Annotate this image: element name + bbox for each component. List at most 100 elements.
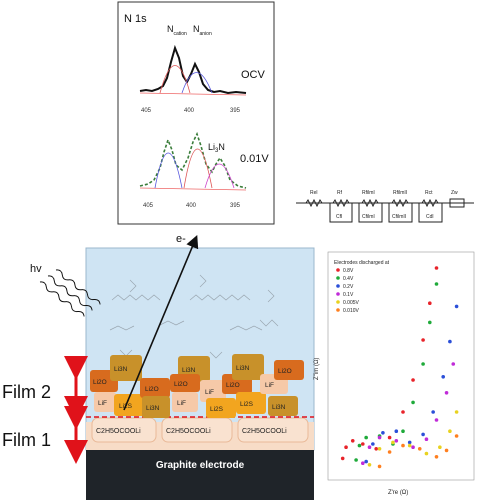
inorganic-particles xyxy=(90,354,304,418)
label-li3n-1: Li3N xyxy=(114,366,128,373)
particle-li2o-2 xyxy=(140,378,170,398)
sei-schematic: Graphite electrode C2H5OCOOLi C2H5OCOOLi… xyxy=(2,233,315,500)
electron-label: e- xyxy=(176,233,186,245)
circuit-label-rf: Rf xyxy=(337,190,343,196)
particle-li2o-3 xyxy=(170,374,200,392)
eis-point xyxy=(434,418,439,422)
legend-label: 0.005V xyxy=(343,300,360,306)
film1-label: Film 1 xyxy=(2,430,51,450)
xps-panel: N 1s Ncation Nanion OCV 405 400 395 Li3N… xyxy=(117,1,275,225)
eis-point xyxy=(377,447,382,451)
ocv-baseline xyxy=(139,92,247,96)
hv-label: hv xyxy=(30,263,42,275)
label-li3n-4: Li3N xyxy=(236,365,250,372)
organic-label-3: C2H5OCOOLi xyxy=(242,428,287,435)
electron-arrow xyxy=(123,235,199,411)
resistor-rfilm2 xyxy=(391,198,409,208)
film2-label: Film 2 xyxy=(2,382,51,402)
label-lif-3: LiF xyxy=(205,389,214,396)
particle-li2s-1 xyxy=(114,394,148,416)
low-voltage-baseline xyxy=(139,187,247,191)
li3n-peak-label: Li3N xyxy=(208,142,225,154)
organic-block-3 xyxy=(237,417,309,443)
particle-lif-3 xyxy=(200,380,226,402)
label-lif-1: LiF xyxy=(98,400,107,407)
legend-marker xyxy=(336,276,340,280)
legend-label: 0.2V xyxy=(343,284,354,290)
legend-marker xyxy=(336,284,340,288)
eis-point xyxy=(411,445,415,450)
circuit-label-cfilm2: CfilmII xyxy=(392,214,406,220)
eis-point xyxy=(438,445,442,450)
eis-point xyxy=(354,458,358,462)
eis-point xyxy=(377,435,382,440)
cap-branch-2 xyxy=(358,203,383,223)
circuit-label-zw: Zw xyxy=(451,190,458,196)
eis-point xyxy=(350,439,355,443)
ocv-fit-anion xyxy=(181,72,213,94)
particle-li3n-1 xyxy=(110,355,142,381)
legend-label: 0.010V xyxy=(343,308,360,314)
eis-point xyxy=(374,447,379,451)
eis-point xyxy=(407,440,412,445)
eis-point xyxy=(364,435,368,440)
eis-point xyxy=(444,448,449,453)
eis-point xyxy=(421,432,425,437)
particle-lif-2 xyxy=(172,392,198,412)
particle-lif-1 xyxy=(94,392,116,412)
resistor-rf xyxy=(332,198,350,208)
ocv-label: OCV xyxy=(241,69,266,81)
eis-point xyxy=(444,391,449,395)
electrode-label: Graphite electrode xyxy=(156,460,245,471)
eis-panel: Electrodes discharged at Z''im (Ω) Z're … xyxy=(314,251,475,496)
eis-point xyxy=(407,443,412,448)
eis-point xyxy=(421,338,425,342)
eis-point xyxy=(434,282,439,286)
eis-point xyxy=(364,459,368,464)
eis-point xyxy=(340,456,345,461)
cap-branch-1 xyxy=(329,203,353,223)
eis-point xyxy=(361,442,365,446)
eis-point xyxy=(454,434,459,438)
eis-point xyxy=(411,378,415,382)
resistor-rel xyxy=(305,198,323,208)
solvent-molecules xyxy=(109,274,279,359)
circuit-label-rfilm1: RfilmI xyxy=(362,190,375,196)
label-li2o-4: Li2O xyxy=(226,382,240,389)
eis-point xyxy=(417,447,422,451)
particle-li2o-5 xyxy=(274,360,304,380)
eis-point xyxy=(431,410,435,414)
eis-point xyxy=(434,455,439,459)
legend-marker xyxy=(336,300,340,304)
resistor-rct xyxy=(421,198,439,208)
eis-point xyxy=(387,435,392,440)
eis-point xyxy=(391,440,395,445)
eis-point xyxy=(361,461,365,466)
eis-point xyxy=(448,339,452,344)
eis-point xyxy=(387,450,392,454)
top-tick-1: 405 xyxy=(141,108,152,114)
label-li2s-2: Li2S xyxy=(210,406,224,413)
peak-cation-label: Ncation xyxy=(167,24,187,37)
eis-point xyxy=(424,451,429,456)
eis-point xyxy=(454,304,459,309)
label-li3n-5: Li3N xyxy=(272,404,286,411)
label-lif-4: LiF xyxy=(265,382,274,389)
particle-li3n-4 xyxy=(232,354,264,380)
label-li2o-1: Li2O xyxy=(93,379,107,386)
eis-point xyxy=(448,429,452,434)
label-lif-2: LiF xyxy=(177,400,186,407)
peak-anion-label: Nanion xyxy=(193,24,212,37)
particle-labels: Li2O Li3N LiF Li2S Li2O Li3N LiF Li3N Li… xyxy=(93,365,292,413)
eis-title: Electrodes discharged at xyxy=(334,260,390,266)
photon-waves xyxy=(39,269,101,317)
legend-label: 0.8V xyxy=(343,268,354,274)
organic-block-1 xyxy=(91,417,157,443)
eis-point xyxy=(428,320,432,325)
cap-branch-3 xyxy=(388,203,413,223)
low-voltage-spectrum xyxy=(139,131,247,189)
label-li2o-5: Li2O xyxy=(278,368,292,375)
legend-marker xyxy=(336,292,340,296)
